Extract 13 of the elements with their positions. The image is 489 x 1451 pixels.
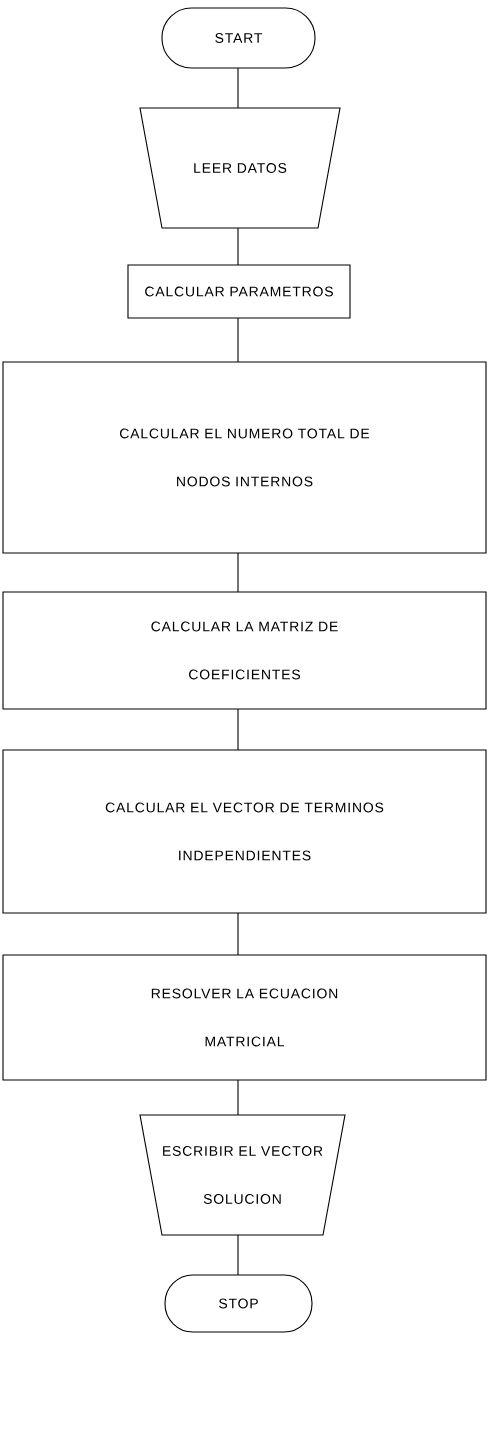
connector-line — [237, 67, 239, 109]
process-box: CALCULAR EL VECTOR DE TERMINOS INDEPENDIENTES — [2, 749, 487, 914]
process-box: CALCULAR PARAMETROS — [127, 264, 351, 319]
connector-line — [237, 1079, 239, 1116]
process-box: RESOLVER LA ECUACION MATRICIAL — [2, 954, 487, 1081]
process-box: CALCULAR EL NUMERO TOTAL DE NODOS INTERNOS — [2, 361, 487, 554]
connector-line — [237, 552, 239, 593]
process-box: CALCULAR LA MATRIZ DE COEFICIENTES — [2, 591, 487, 710]
connector-line — [237, 317, 239, 363]
connector-line — [237, 227, 239, 266]
connector-line — [237, 912, 239, 956]
connector-line — [237, 708, 239, 751]
connector-line — [237, 1234, 239, 1276]
